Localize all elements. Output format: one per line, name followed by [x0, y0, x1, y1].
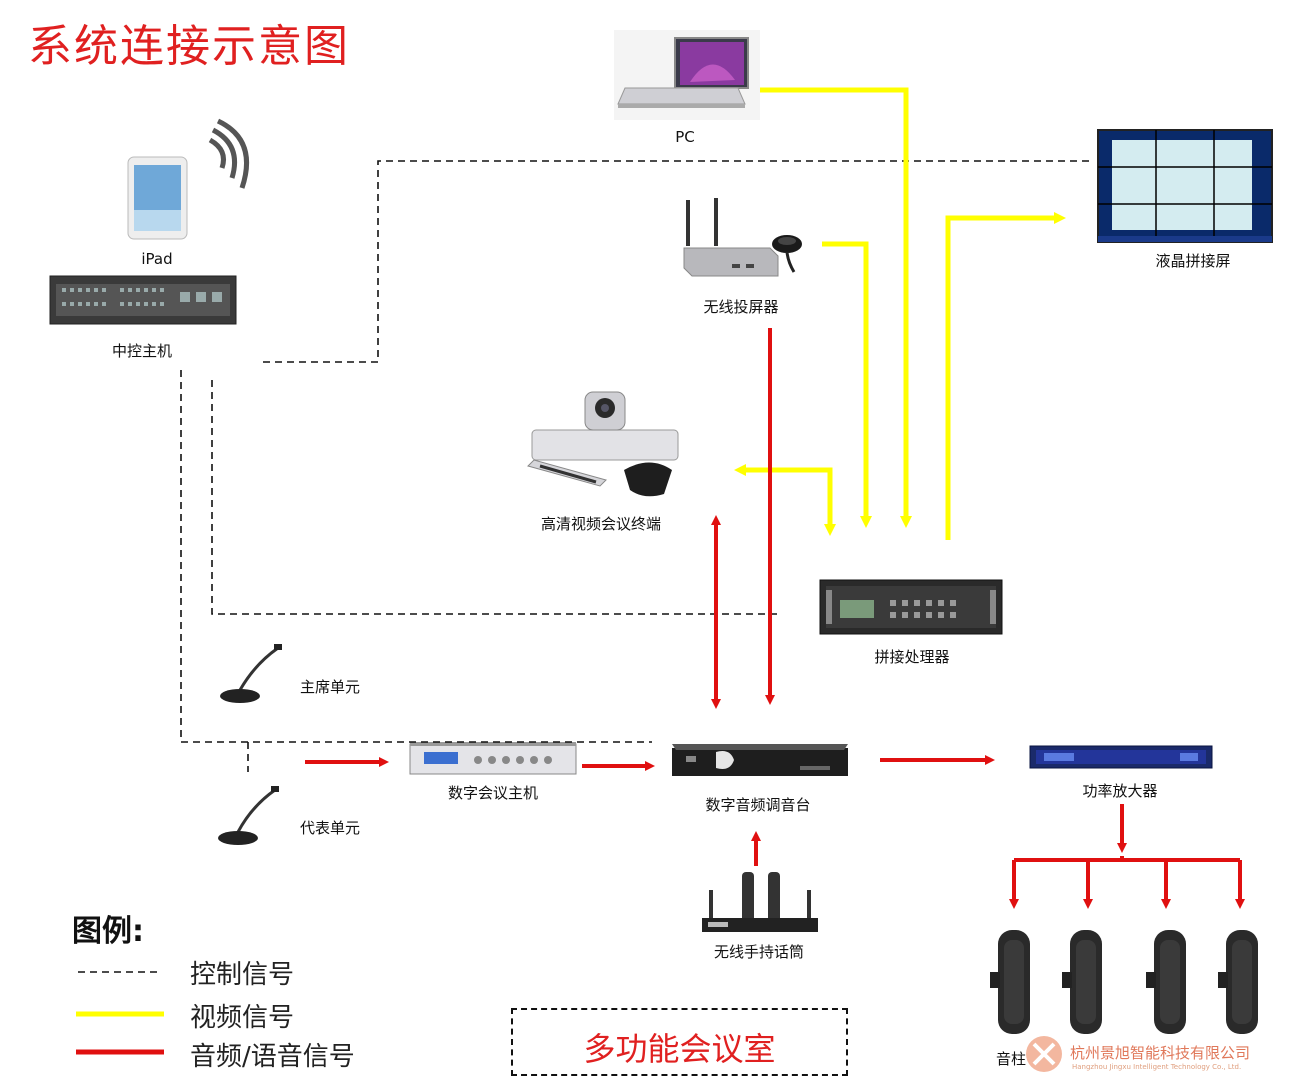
label-lcd-wall: 液晶拼接屏 [1155, 252, 1231, 270]
label-wireless-mic: 无线手持话筒 [713, 943, 805, 961]
label-pc: PC [675, 128, 695, 146]
label-delegate-unit: 代表单元 [300, 819, 361, 837]
label-splice-processor: 拼接处理器 [874, 648, 950, 666]
conference-host-icon [409, 742, 577, 775]
chairman-mic-icon [220, 644, 282, 703]
diagram-title: 系统连接示意图 [28, 21, 350, 72]
power-amplifier-icon [1029, 745, 1213, 769]
label-central-control: 中控主机 [111, 342, 173, 360]
label-audio-mixer: 数字音频调音台 [705, 796, 811, 814]
control-signal-lines [180, 160, 1090, 772]
label-chairman-unit: 主席单元 [300, 678, 361, 696]
audio-signal-lines [305, 328, 1245, 909]
column-speaker-2-icon [1062, 930, 1102, 1034]
company-name-en: Hangzhou Jingxu Intelligent Technology C… [1072, 1063, 1242, 1071]
label-ipad: iPad [141, 250, 173, 268]
central-control-host-icon [49, 275, 237, 325]
label-power-amp: 功率放大器 [1082, 782, 1158, 800]
label-wireless-projector: 无线投屏器 [703, 298, 779, 316]
delegate-mic-icon [218, 786, 279, 845]
wifi-icon [208, 118, 250, 189]
legend-swatches [76, 971, 164, 1055]
splice-processor-icon [819, 579, 1003, 635]
room-label: 多功能会议室 [583, 1030, 776, 1068]
legend-video-label: 视频信号 [190, 1003, 295, 1033]
video-conference-terminal-icon [527, 391, 679, 497]
label-conference-host: 数字会议主机 [447, 784, 539, 802]
ipad-icon [127, 156, 188, 240]
video-signal-lines [734, 87, 1066, 540]
lcd-splice-wall-icon [1097, 129, 1273, 243]
column-speaker-4-icon [1218, 930, 1258, 1034]
room-label-box: 多功能会议室 [511, 1008, 848, 1076]
column-speaker-3-icon [1146, 930, 1186, 1034]
legend-control-label: 控制信号 [190, 960, 295, 990]
company-logo-icon [1026, 1036, 1062, 1072]
wireless-mic-icon [702, 872, 818, 932]
legend-title: 图例: [72, 914, 144, 949]
label-column-speaker: 音柱 [995, 1050, 1027, 1068]
pc-laptop-icon [614, 30, 760, 120]
wireless-projector-icon [683, 198, 802, 277]
company-name: 杭州景旭智能科技有限公司 [1070, 1044, 1251, 1062]
column-speaker-1-icon [990, 930, 1030, 1034]
legend-audio-label: 音频/语音信号 [190, 1042, 355, 1072]
audio-mixer-icon [672, 744, 848, 776]
label-video-terminal: 高清视频会议终端 [540, 515, 662, 533]
